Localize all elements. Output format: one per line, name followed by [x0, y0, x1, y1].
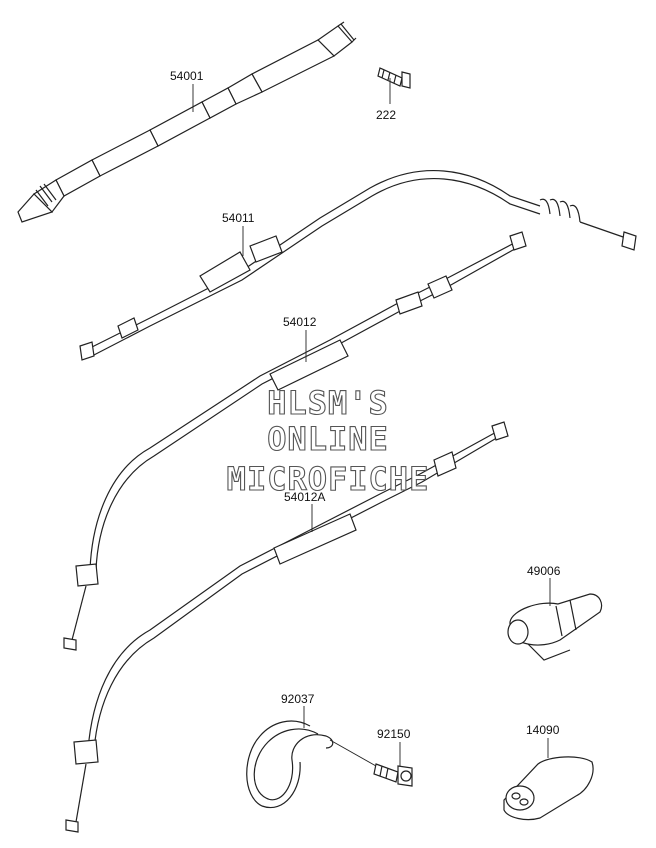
label-54001: 54001: [170, 69, 204, 83]
label-92037: 92037: [281, 692, 315, 706]
label-54012a: 54012A: [284, 490, 325, 504]
label-14090: 14090: [526, 723, 560, 737]
label-54011: 54011: [222, 211, 255, 225]
bolt-92150[interactable]: [373, 763, 413, 787]
leader-92037b: [329, 739, 377, 767]
label-222: 222: [376, 108, 396, 122]
screw-222[interactable]: [377, 67, 411, 89]
throttle-cable-54012a[interactable]: [65, 421, 509, 833]
watermark-line-1: HLSM'S: [267, 384, 389, 422]
speedometer-cable-54001[interactable]: [17, 21, 357, 223]
cap-14090[interactable]: [503, 756, 594, 821]
boot-49006[interactable]: [507, 593, 603, 661]
clamp-92037[interactable]: [246, 720, 334, 809]
watermark-line-2: ONLINE: [267, 420, 389, 458]
label-54012: 54012: [283, 315, 317, 329]
watermark-line-3: MICROFICHE: [227, 460, 430, 498]
clutch-cable-54011[interactable]: [79, 170, 637, 361]
label-92150: 92150: [377, 727, 411, 741]
throttle-cable-54012[interactable]: [63, 231, 527, 651]
label-49006: 49006: [527, 564, 561, 578]
